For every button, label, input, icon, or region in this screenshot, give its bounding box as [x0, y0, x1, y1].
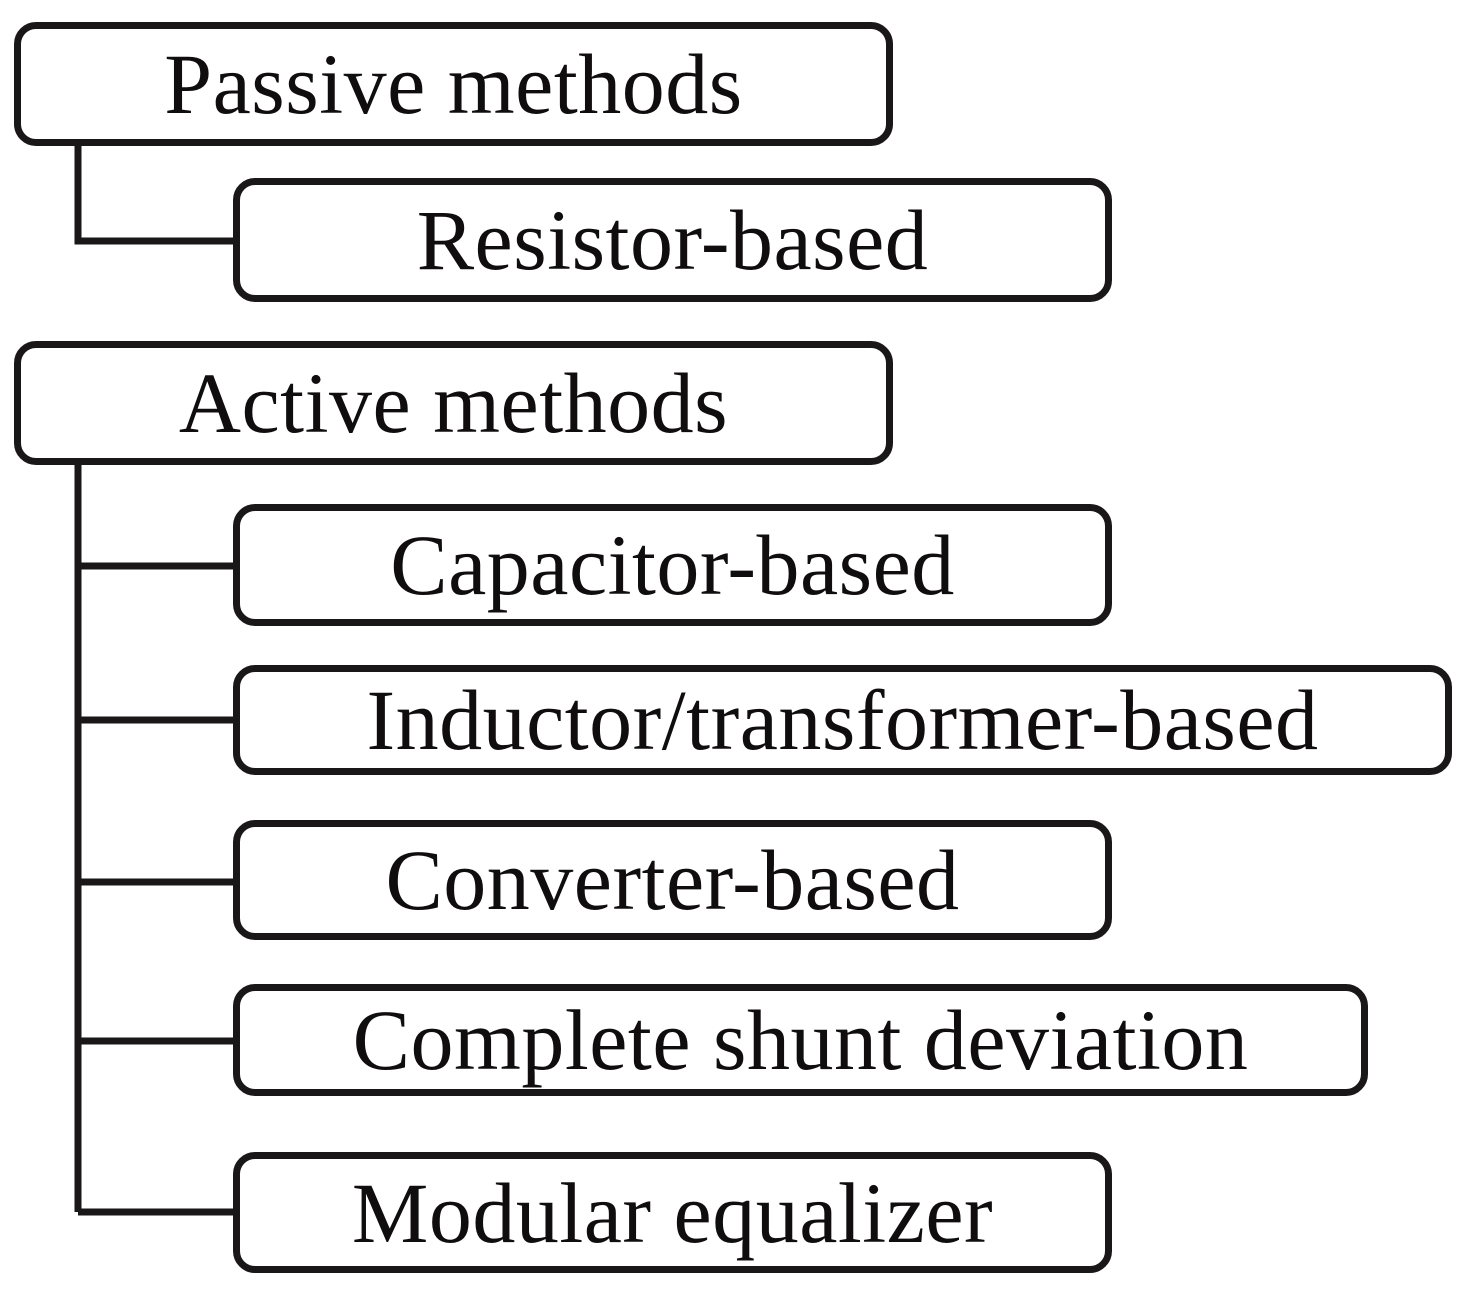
node-capacitor-based[interactable]: Capacitor-based — [233, 504, 1112, 626]
node-inductor-transformer-based-label: Inductor/transformer-based — [366, 672, 1319, 768]
node-inductor-transformer-based[interactable]: Inductor/transformer-based — [233, 665, 1452, 775]
node-complete-shunt-deviation[interactable]: Complete shunt deviation — [233, 984, 1368, 1096]
node-resistor-based-label: Resistor-based — [416, 192, 929, 288]
node-modular-equalizer-label: Modular equalizer — [351, 1164, 994, 1261]
node-resistor-based[interactable]: Resistor-based — [233, 178, 1112, 302]
node-converter-based-label: Converter-based — [385, 832, 960, 928]
node-active-methods-label: Active methods — [178, 355, 729, 451]
node-converter-based[interactable]: Converter-based — [233, 820, 1112, 940]
node-complete-shunt-deviation-label: Complete shunt deviation — [352, 992, 1249, 1088]
node-capacitor-based-label: Capacitor-based — [390, 517, 955, 613]
node-passive-methods-label: Passive methods — [164, 36, 743, 132]
node-passive-methods[interactable]: Passive methods — [14, 22, 893, 146]
node-active-methods[interactable]: Active methods — [14, 341, 893, 465]
node-modular-equalizer[interactable]: Modular equalizer — [233, 1152, 1112, 1273]
connector-passive-to-resistor — [74, 145, 236, 245]
